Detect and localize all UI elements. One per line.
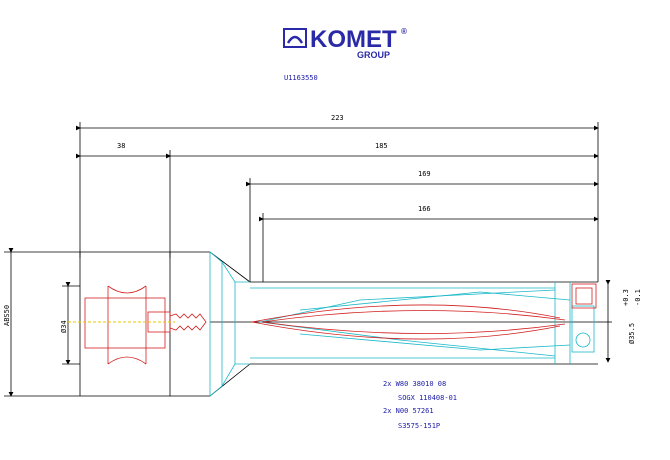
dim-shank-dia: Ø34: [60, 320, 68, 333]
dim-shank-length: 38: [117, 142, 125, 150]
dim-tol-lower: -0.1: [634, 289, 642, 306]
brand-registered: ®: [401, 27, 407, 36]
part-line: 2x N00 57261: [383, 407, 434, 415]
tool-body-cyan: [209, 251, 595, 397]
dim-tol-upper: +0.3: [622, 289, 630, 306]
tool-internal-red: [84, 283, 597, 365]
brand-name: KOMET: [310, 26, 397, 53]
parts-list: 2x W80 38010 08 SOGX 110408-01 2x N00 57…: [383, 380, 457, 430]
dim-abs: ABS50: [3, 305, 11, 326]
komet-logo: KOMET ® GROUP: [283, 26, 407, 60]
part-number: U1163550: [284, 74, 318, 82]
part-line: S3575-151P: [398, 422, 440, 430]
tool-outline: [79, 251, 598, 397]
dim-d1: 169: [418, 170, 431, 178]
dim-bore-dia: Ø35.5: [628, 323, 636, 344]
dimension-lines: [4, 122, 612, 397]
brand-sub: GROUP: [357, 50, 390, 60]
dim-tool-length: 185: [375, 142, 388, 150]
dim-d2: 166: [418, 205, 431, 213]
dim-overall: 223: [331, 114, 344, 122]
logo-emblem-icon: [283, 28, 307, 48]
part-line: 2x W80 38010 08: [383, 380, 446, 388]
part-line: SOGX 110408-01: [398, 394, 457, 402]
